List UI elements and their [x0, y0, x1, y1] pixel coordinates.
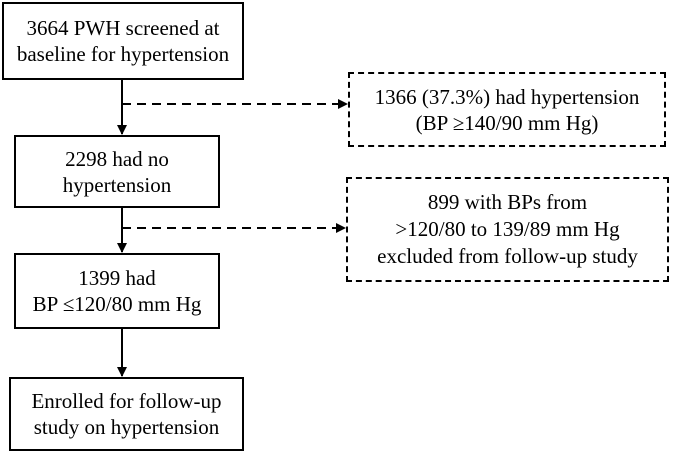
excluded-box: 899 with BPs from >120/80 to 139/89 mm H… [346, 177, 669, 282]
normal-bp-box: 1399 had BP ≤120/80 mm Hg [14, 253, 220, 329]
excluded-line-2: >120/80 to 139/89 mm Hg [395, 217, 620, 241]
enrolled-line-2: study on hypertension [33, 415, 220, 439]
baseline-line-1: 3664 PWH screened at [26, 16, 220, 40]
normal-bp-line-1: 1399 had [78, 266, 156, 290]
no-hypertension-line-1: 2298 had no [65, 146, 169, 171]
enrolled-box: Enrolled for follow-up study on hyperten… [9, 377, 244, 451]
had-hypertension-line-1: 1366 (37.3%) had hypertension [374, 84, 640, 109]
no-hypertension-box: 2298 had no hypertension [14, 135, 220, 208]
enrolled-line-1: Enrolled for follow-up [31, 389, 222, 413]
no-hypertension-line-2: hypertension [62, 172, 172, 197]
excluded-line-1: 899 with BPs from [427, 190, 588, 214]
excluded-line-3: excluded from follow-up study [377, 244, 638, 268]
baseline-line-2: baseline for hypertension [16, 42, 230, 66]
baseline-screening-box: 3664 PWH screened at baseline for hypert… [2, 2, 244, 80]
normal-bp-line-2: BP ≤120/80 mm Hg [32, 292, 202, 316]
had-hypertension-box: 1366 (37.3%) had hypertension (BP ≥140/9… [348, 72, 666, 147]
had-hypertension-line-2: (BP ≥140/90 mm Hg) [415, 110, 599, 135]
